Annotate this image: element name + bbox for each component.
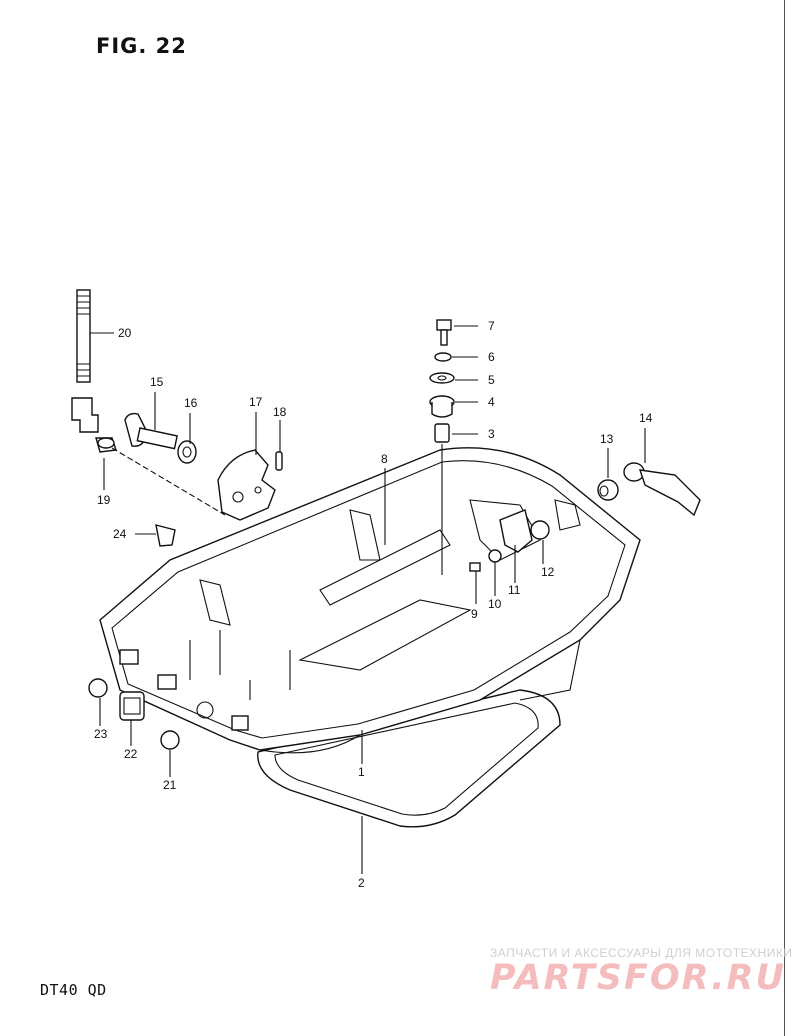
part-1-lower-cover [99, 447, 641, 754]
part-17-lever-plate [217, 449, 276, 521]
callout-18: 18 [273, 405, 287, 419]
part-5-washer [429, 372, 455, 384]
page-border-line [784, 0, 785, 1036]
part-19-plug [95, 437, 117, 453]
callout-3: 3 [488, 427, 495, 441]
callout-6: 6 [488, 350, 495, 364]
part-3-collar [434, 423, 450, 443]
watermark-logo: PARTSFOR.RU [490, 958, 786, 998]
callout-16: 16 [184, 396, 198, 410]
callout-20: 20 [118, 326, 132, 340]
part-6-lock-washer [434, 352, 452, 362]
callout-7: 7 [488, 319, 495, 333]
part-14-lock-lever [623, 462, 701, 517]
callout-labels: 20 15 16 17 18 19 7 6 5 4 3 8 14 13 9 10… [94, 319, 653, 890]
callout-22: 22 [124, 747, 138, 761]
part-7-bolt [436, 319, 452, 346]
model-code: DT40 QD [40, 981, 107, 999]
part-11-arm [499, 509, 533, 553]
callout-14: 14 [639, 411, 653, 425]
callout-17: 17 [249, 395, 263, 409]
callout-2: 2 [358, 876, 365, 890]
part-20-stud [76, 289, 91, 383]
part-9-bolt [469, 562, 481, 572]
part-4-grommet [429, 395, 455, 418]
watermark-tagline: ЗАПЧАСТИ И АКСЕССУАРЫ ДЛЯ МОТОТЕХНИКИ [490, 946, 793, 960]
callout-21: 21 [163, 778, 177, 792]
callout-1: 1 [358, 765, 365, 779]
callout-11: 11 [508, 583, 521, 597]
callout-19: 19 [97, 493, 111, 507]
elbow-fitting [71, 397, 99, 433]
part-21-plug [160, 730, 180, 750]
callout-24: 24 [113, 527, 127, 541]
part-2-gasket [257, 689, 561, 828]
callout-12: 12 [541, 565, 555, 579]
part-10-washer [488, 549, 502, 563]
callout-13: 13 [600, 432, 614, 446]
callout-5: 5 [488, 373, 495, 387]
part-18-pin [275, 451, 283, 471]
part-13-bushing [597, 479, 619, 501]
callout-4: 4 [488, 395, 495, 409]
part-24-clip [155, 524, 176, 547]
callout-10: 10 [488, 597, 502, 611]
part-12-ring [530, 520, 550, 540]
callout-23: 23 [94, 727, 108, 741]
part-22-plug [119, 691, 145, 721]
part-16-bushing [177, 440, 197, 464]
assembly-line-19 [111, 447, 226, 516]
leader-lines [90, 325, 646, 874]
part-15-shaft-bracket [124, 412, 178, 450]
callout-15: 15 [150, 375, 164, 389]
figure-title: FIG. 22 [96, 34, 187, 58]
part-23-plug [88, 678, 108, 698]
callout-8: 8 [381, 452, 388, 466]
callout-9: 9 [471, 607, 478, 621]
